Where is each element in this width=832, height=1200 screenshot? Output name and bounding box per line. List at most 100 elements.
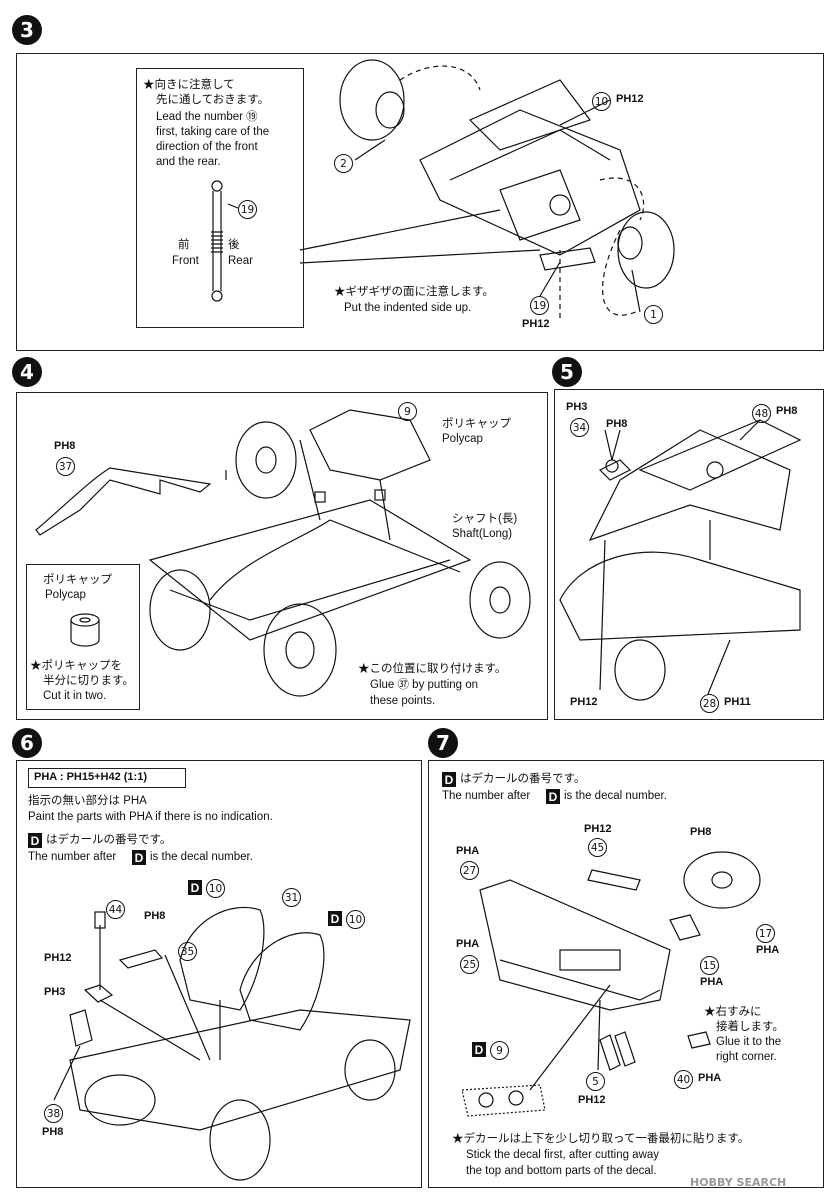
decal-d9-marker: D [472,1042,486,1057]
step-3-note-en-2: first, taking care of the [156,126,270,138]
decal-note-en-post-7: is the decal number. [564,790,667,802]
step-number-3: 3 [12,15,42,45]
part-27-label: 27 [460,861,479,880]
step-7-frame [428,760,824,1188]
part-25-label: 25 [460,955,479,974]
paint-code-ph3: PH3 [44,986,66,998]
step-3-note-en-4: and the rear. [156,156,221,168]
watermark-text: HOBBY SEARCH [690,1176,787,1189]
decal-9-label: 9 [490,1041,509,1060]
decal-note-jp-7: はデカールの番号です。 [460,773,586,785]
part-19-label: 19 [238,200,257,219]
indent-note-en: Put the indented side up. [344,302,472,314]
step-3-note-jp-2: 先に通しておきます。 [156,94,270,106]
decal-d-marker-inline: D [132,850,146,865]
inset-polycap-en: Polycap [45,589,86,601]
decal-d10a-marker: D [188,880,202,895]
decal-d-marker: D [28,833,42,848]
step-3-note-en-1: Lead the number ⑲ [156,111,258,123]
decal-note-jp: はデカールの番号です。 [46,834,172,846]
part-38-label: 38 [44,1104,63,1123]
paint-code-pha-4: PHA [700,976,724,988]
paint-code-pha-1: PHA [456,845,480,857]
step-number-4: 4 [12,357,42,387]
part-17-label: 17 [756,924,775,943]
part-48-label: 48 [752,404,771,423]
polycap-inset [26,564,140,710]
polycap-jp-label: ポリキャップ [442,418,511,430]
decal-first-note-jp: ★デカールは上下を少し切り取って一番最初に貼ります。 [452,1133,750,1145]
mix-ratio-box [28,768,186,788]
step-4-chassis-drawing [35,409,531,697]
corner-note-jp-2: 接着します。 [716,1021,784,1033]
step-3-note-jp-1: ★向きに注意して [143,79,235,91]
part-37-label: 37 [56,457,75,476]
glue-note-en-2: these points. [370,695,436,707]
inset-polycap-jp: ポリキャップ [43,574,112,586]
paint-code-pha-3: PHA [756,944,780,956]
corner-note-jp-1: ★右すみに [704,1006,762,1018]
decal-note-en-pre: The number after [28,851,117,863]
polycap-en-label: Polycap [442,433,483,445]
decal-note-en-post: is the decal number. [150,851,253,863]
step-6-frame [16,760,422,1188]
part-15-label: 15 [700,956,719,975]
step-3-note-inset [136,68,304,328]
decal-10a-label: 10 [206,879,225,898]
indent-note-jp: ★ギザギザの面に注意します。 [334,286,494,298]
paint-code-ph8b: PH8 [42,1126,64,1138]
paint-code-ph11: PH11 [724,696,751,708]
step-number-5: 5 [552,357,582,387]
part-44-label: 44 [106,900,125,919]
part-34-label: 34 [570,418,589,437]
step-5-parts-drawing [559,419,802,701]
paint-code-ph12: PH12 [44,952,72,964]
cut-note-jp-1: ★ポリキャップを [30,660,122,672]
paint-code-ph12b: PH12 [522,318,550,330]
part-31-label: 31 [282,888,301,907]
paint-note-jp: 指示の無い部分は PHA [28,795,147,807]
step-6-interior-drawing [53,906,411,1181]
decal-10b-label: 10 [346,910,365,929]
corner-note-en-2: right corner. [716,1051,777,1063]
part-2-label: 2 [334,154,353,173]
shaft-jp-label: シャフト(長) [452,513,518,525]
paint-code-ph12-7: PH12 [584,823,612,835]
part-1-label: 1 [644,305,663,324]
paint-code-ph12b-7: PH12 [578,1094,606,1106]
step-3-chassis-drawing [299,59,675,320]
part-45-label: 45 [588,838,607,857]
rear-jp-label: 後 [228,239,240,251]
decal-d-marker-inline-7: D [546,789,560,804]
step-3-note-en-3: direction of the front [156,141,258,153]
paint-code-pha-5: PHA [698,1072,722,1084]
decal-first-note-en-2: the top and bottom parts of the decal. [466,1165,657,1177]
paint-code-ph12: PH12 [616,93,644,105]
part-40-label: 40 [674,1070,693,1089]
decal-note-en-pre-7: The number after [442,790,531,802]
cut-note-en: Cut it in two. [43,690,107,702]
paint-code-ph8: PH8 [54,440,76,452]
paint-code-ph12: PH12 [570,696,598,708]
glue-note-jp: ★この位置に取り付けます。 [358,663,507,675]
shaft-en-label: Shaft(Long) [452,528,513,540]
part-28-label: 28 [700,694,719,713]
paint-code-ph8: PH8 [144,910,166,922]
paint-note-en: Paint the parts with PHA if there is no … [28,811,273,823]
paint-code-pha-2: PHA [456,938,480,950]
paint-code-ph8-7: PH8 [690,826,712,838]
part-19b-label: 19 [530,296,549,315]
corner-note-en-1: Glue it to the [716,1036,782,1048]
step-number-7: 7 [428,728,458,758]
part-9-label: 9 [398,402,417,421]
step-7-dashboard-drawing [461,851,761,1117]
part-19-rod-drawing [211,180,239,302]
part-5-label: 5 [586,1072,605,1091]
decal-d10b-marker: D [328,911,342,926]
mix-ratio-text: PHA : PH15+H42 (1:1) [34,771,147,783]
step-number-6: 6 [12,728,42,758]
step-5-frame [554,389,824,720]
decal-d-marker-7: D [442,772,456,787]
front-jp-label: 前 [178,239,190,251]
